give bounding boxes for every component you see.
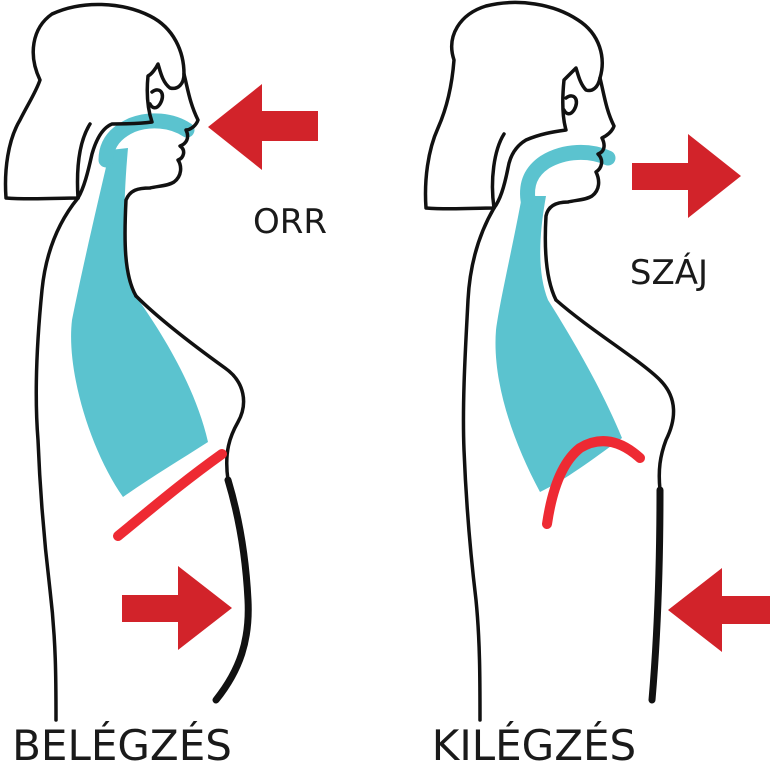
exhale-ear xyxy=(564,96,576,114)
inhale-belly xyxy=(216,480,248,700)
inhale-figure: ORR BELÉGZÉS xyxy=(6,4,327,769)
exhale-figure: SZÁJ KILÉGZÉS xyxy=(426,2,770,769)
inhale-nose-arrow xyxy=(208,84,318,170)
inhale-caption: BELÉGZÉS xyxy=(12,720,232,769)
exhale-back xyxy=(463,208,494,720)
inhale-lung xyxy=(71,148,208,497)
inhale-back xyxy=(36,198,78,720)
exhale-belly xyxy=(652,490,660,700)
inhale-belly-arrow xyxy=(122,566,232,650)
exhale-caption: KILÉGZÉS xyxy=(432,720,636,769)
inhale-hair xyxy=(6,4,184,198)
exhale-belly-arrow xyxy=(668,568,770,652)
exhale-mouth-arrow xyxy=(632,134,741,218)
inhale-ear xyxy=(150,90,162,108)
inhale-face xyxy=(125,74,198,296)
exhale-airway-label: SZÁJ xyxy=(630,252,708,293)
inhale-airway-label: ORR xyxy=(253,202,327,242)
exhale-lung xyxy=(495,196,622,492)
exhale-face xyxy=(545,78,614,300)
